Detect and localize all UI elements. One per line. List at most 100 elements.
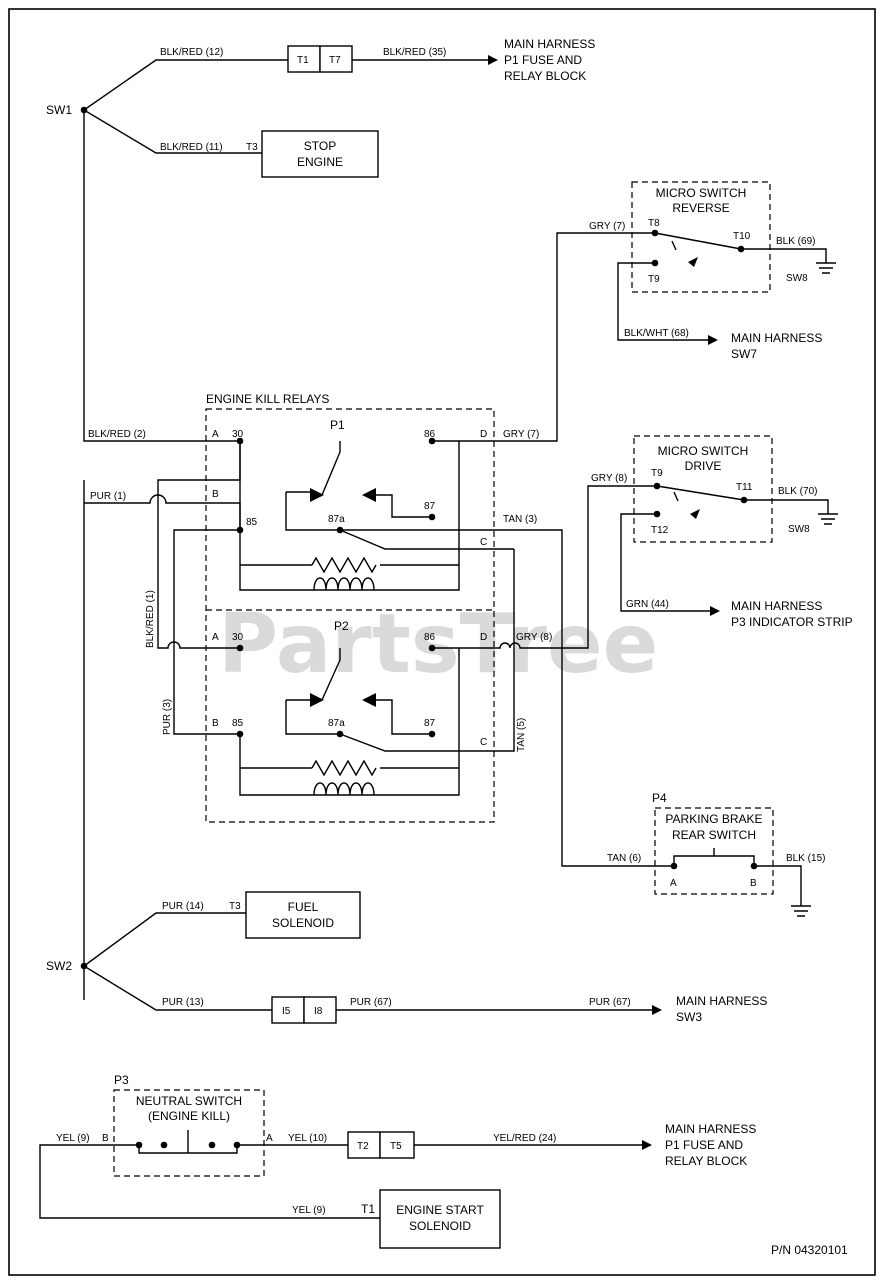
wire-tan-3: [340, 529, 674, 867]
engine-kill-relays-title: ENGINE KILL RELAYS: [206, 392, 329, 406]
label-blkred-1: BLK/RED (1): [145, 590, 156, 648]
connector-t7: [319, 45, 353, 73]
relay-p1-87a-line: [285, 492, 340, 531]
parking-brake-line1: PARKING BRAKE: [665, 812, 762, 826]
wire-blkred-1: [157, 441, 241, 649]
label-t10: T10: [733, 231, 751, 242]
fuel-solenoid-line1: FUEL: [288, 900, 319, 914]
label-tan-5: TAN (5): [516, 718, 527, 752]
relay-p2-term-d: D: [480, 632, 487, 643]
label-blkred-11: BLK/RED (11): [160, 142, 223, 153]
dest-p1-fuse-top-2: P1 FUSE AND: [504, 53, 582, 67]
label-tan-6: TAN (6): [607, 853, 641, 864]
neutral-term-b: B: [102, 1133, 109, 1144]
label-pur-14: PUR (14): [162, 901, 204, 912]
relay-p2-term-87a: 87a: [328, 718, 345, 729]
dest-p3-indicator-2: P3 INDICATOR STRIP: [731, 615, 853, 629]
relay-p1-term-d: D: [480, 429, 487, 440]
p3-label: P3: [114, 1073, 129, 1087]
parking-brake-term-a: A: [670, 878, 677, 889]
wire-yel-9: [39, 1144, 380, 1219]
relay-p2-term-85: 85: [232, 718, 244, 729]
dest-sw3-1: MAIN HARNESS: [676, 994, 767, 1008]
label-grn-44: GRN (44): [626, 599, 669, 610]
micro-reverse-line2: REVERSE: [672, 201, 729, 215]
wire-blkred-2: [83, 110, 240, 442]
label-yelred-24: YEL/RED (24): [493, 1133, 556, 1144]
contact-arrow-icon: [362, 693, 376, 707]
contact-arrow-icon: [310, 693, 324, 707]
connector-i8-label: I8: [314, 1006, 323, 1017]
switch-pivot-drive: [673, 491, 679, 502]
relay-p1-term-86: 86: [424, 429, 436, 440]
relay-p2-term-c: C: [480, 737, 487, 748]
relay-p1-term-87: 87: [424, 501, 436, 512]
wire-blkred-11: [83, 109, 262, 154]
relay-p1-term-c: C: [480, 537, 487, 548]
label-sw8-bottom: SW8: [788, 524, 810, 535]
label-blk-15: BLK (15): [786, 853, 825, 864]
arrow-icon: [708, 335, 718, 345]
wire-blk-70: [744, 499, 829, 514]
connector-t1-top: [287, 45, 321, 73]
connector-i5-label: I5: [282, 1006, 291, 1017]
dest-sw3-2: SW3: [676, 1010, 702, 1024]
wire-gry-8: [432, 485, 655, 649]
label-blkwht-68: BLK/WHT (68): [624, 328, 689, 339]
wire-pur-13: [83, 965, 272, 1011]
connector-t5-label: T5: [390, 1141, 402, 1152]
fuel-solenoid-box: [245, 891, 361, 939]
micro-switch-drive-box: [633, 435, 773, 543]
actuator-arrow-icon: [688, 257, 698, 267]
wire-blkwht-68: [617, 262, 708, 341]
relay-p1-term-85: 85: [246, 517, 258, 528]
relay-p1-no-lead: [374, 494, 432, 518]
label-pur-3: PUR (3): [162, 699, 173, 735]
neutral-switch-contact: [138, 1130, 238, 1154]
wire-blk-69: [741, 248, 827, 263]
wire-grn-44: [620, 513, 710, 612]
arrow-icon: [642, 1140, 652, 1150]
switch-blade-drive: [656, 485, 745, 501]
label-blkred-12: BLK/RED (12): [160, 47, 223, 58]
relay-p1-term-a: A: [212, 429, 219, 440]
switch-pivot-reverse: [671, 240, 677, 251]
label-pur-13: PUR (13): [162, 997, 204, 1008]
micro-reverse-line1: MICRO SWITCH: [656, 186, 747, 200]
dest-p1-fuse-top-1: MAIN HARNESS: [504, 37, 595, 51]
arrow-icon: [710, 606, 720, 616]
neutral-switch-box: [113, 1089, 265, 1177]
label-t12: T12: [651, 525, 669, 536]
contact-arrow-icon: [362, 488, 376, 502]
wire-pur-14: [83, 912, 246, 967]
watermark: PartsTree: [218, 597, 658, 692]
sw2-label: SW2: [46, 959, 72, 973]
label-pur-67-left: PUR (67): [350, 997, 392, 1008]
label-blkred-2: BLK/RED (2): [88, 429, 146, 440]
relay-p2-no-lead: [374, 699, 432, 735]
ground-icon: [816, 262, 836, 274]
label-sw8-top: SW8: [786, 273, 808, 284]
p4-label: P4: [652, 791, 667, 805]
label-gry-7-lower: GRY (7): [503, 429, 539, 440]
connector-t2: [347, 1131, 381, 1159]
relay-p2-term-b: B: [212, 718, 219, 729]
label-t9: T9: [648, 274, 660, 285]
micro-drive-line2: DRIVE: [685, 459, 722, 473]
neutral-term-a: A: [266, 1133, 273, 1144]
label-blkred-35: BLK/RED (35): [383, 47, 446, 58]
dest-sw7-1: MAIN HARNESS: [731, 331, 822, 345]
label-t3-stop: T3: [246, 142, 258, 153]
parking-brake-line2: REAR SWITCH: [672, 828, 756, 842]
label-blk-70: BLK (70): [778, 486, 817, 497]
wire-blk-15: [754, 865, 802, 906]
relay-p2-term-30: 30: [232, 632, 244, 643]
switch-blade-reverse: [654, 232, 742, 250]
engine-start-line2: SOLENOID: [409, 1219, 471, 1233]
relay-p1-term-30: 30: [232, 429, 244, 440]
label-blk-69: BLK (69): [776, 236, 815, 247]
label-t3-fuel: T3: [229, 901, 241, 912]
arrow-icon: [488, 55, 498, 65]
label-pur-67-right: PUR (67): [589, 997, 631, 1008]
arrow-icon: [652, 1005, 662, 1015]
